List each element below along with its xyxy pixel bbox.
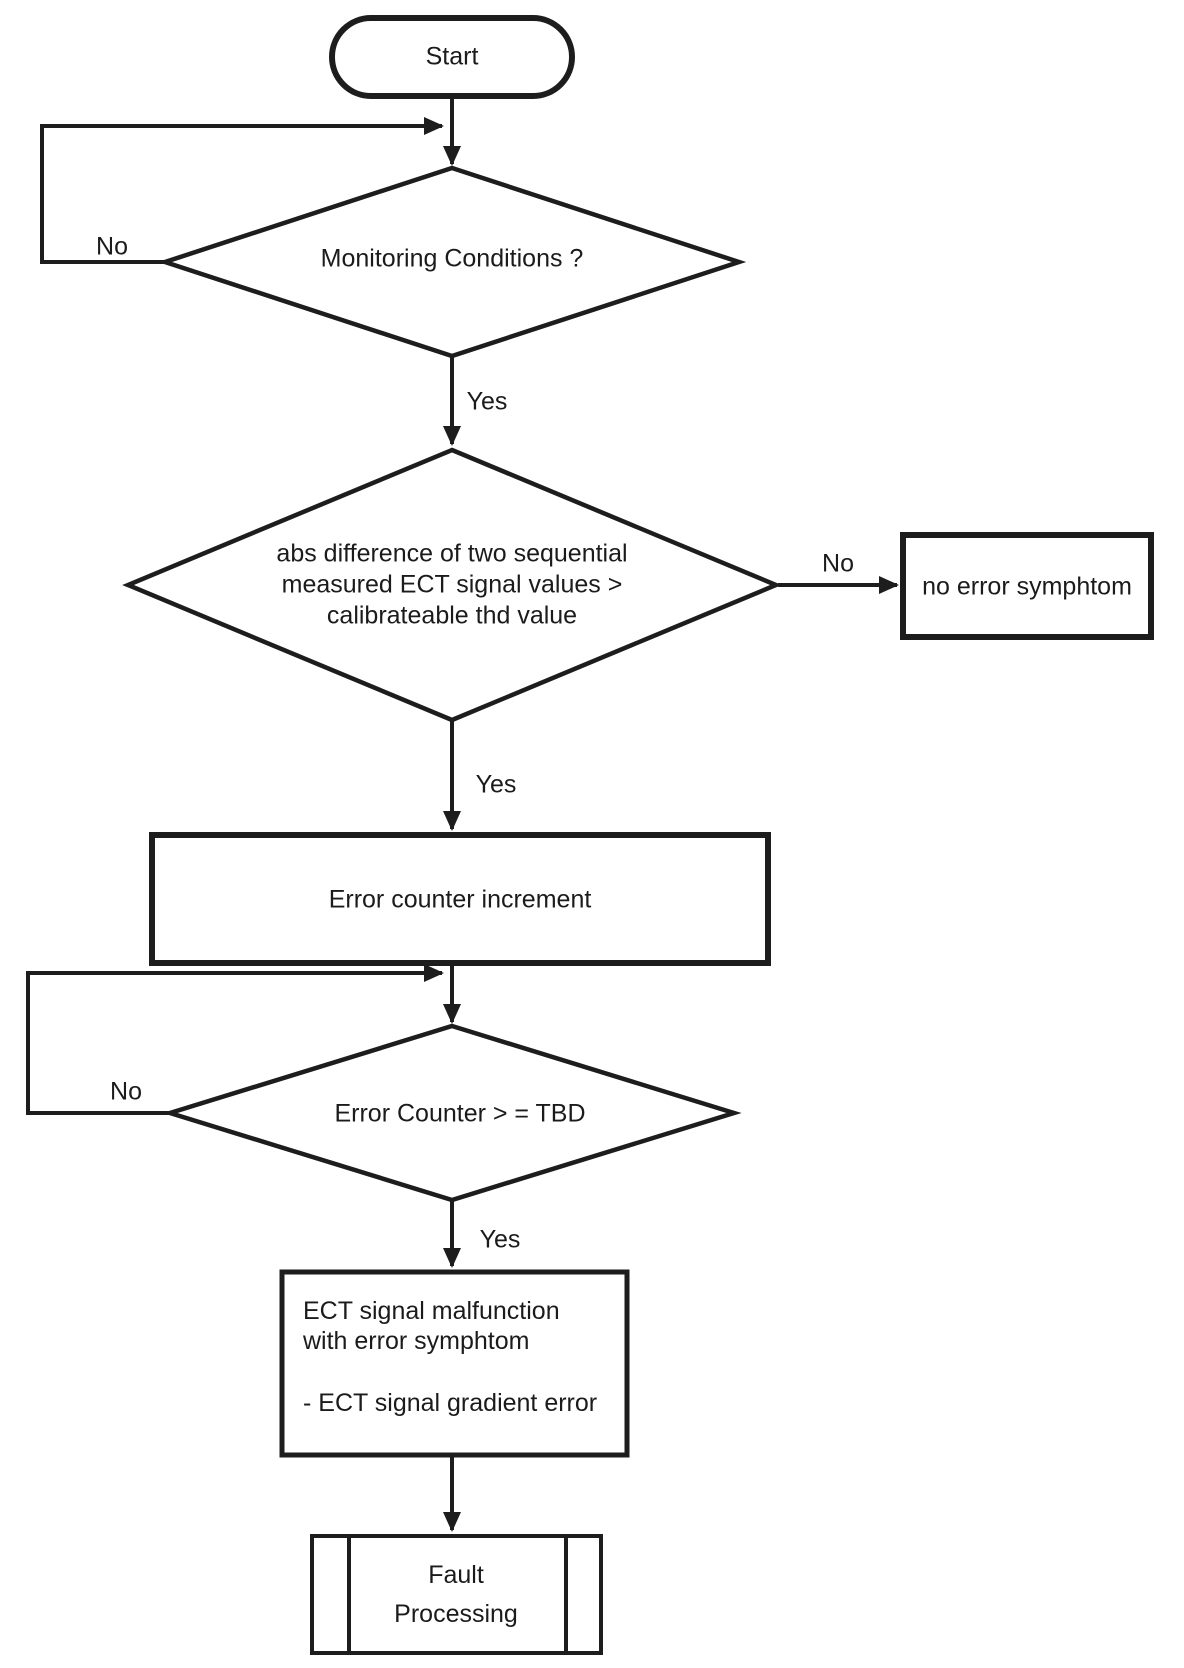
edge-label-counter-no: No bbox=[110, 1077, 142, 1106]
malfunction-box-shape bbox=[279, 1269, 630, 1458]
edge-counter-no-loop bbox=[26, 964, 444, 1115]
counter-decision-label: Error Counter > = TBD bbox=[334, 1099, 586, 1128]
fault-line-2: Processing bbox=[394, 1600, 518, 1628]
counter-box-shape bbox=[149, 832, 771, 966]
edge-label-monitoring-no: No bbox=[96, 232, 128, 261]
malfunction-label: ECT signal malfunction with error sympht… bbox=[303, 1296, 597, 1418]
malfunction-line-1: ECT signal malfunction bbox=[303, 1297, 560, 1325]
monitoring-decision-label: Monitoring Conditions ? bbox=[320, 244, 584, 273]
edge-label-absdiff-no: No bbox=[822, 549, 854, 578]
absdiff-decision-shape bbox=[122, 447, 782, 723]
no-error-box-shape bbox=[900, 532, 1154, 640]
edge-label-absdiff-yes: Yes bbox=[475, 770, 517, 799]
fault-processing-label: Fault Processing bbox=[394, 1556, 518, 1634]
counter-decision-shape bbox=[162, 1023, 742, 1203]
no-error-label: no error symphtom bbox=[922, 572, 1132, 601]
absdiff-decision-label: abs difference of two sequential measure… bbox=[276, 539, 627, 632]
start-label: Start bbox=[425, 42, 479, 71]
absdiff-line-1: abs difference of two sequential bbox=[276, 539, 628, 568]
monitoring-decision-shape bbox=[157, 165, 747, 359]
fault-line-1: Fault bbox=[428, 1561, 484, 1589]
malfunction-line-2: with error symphtom bbox=[303, 1327, 530, 1355]
fault-box-shape bbox=[310, 1534, 603, 1655]
malfunction-note: - ECT signal gradient error bbox=[303, 1389, 598, 1417]
absdiff-line-3: calibrateable thd value bbox=[326, 601, 578, 630]
edge-monitoring-no-loop bbox=[40, 117, 444, 264]
malfunction-spacer bbox=[303, 1356, 597, 1388]
absdiff-line-2: measured ECT signal values > bbox=[281, 570, 623, 599]
start-terminator-shape bbox=[329, 15, 575, 99]
counter-label: Error counter increment bbox=[328, 885, 592, 914]
edge-label-counter-yes: Yes bbox=[479, 1225, 521, 1254]
edge-label-monitoring-yes: Yes bbox=[466, 387, 508, 416]
